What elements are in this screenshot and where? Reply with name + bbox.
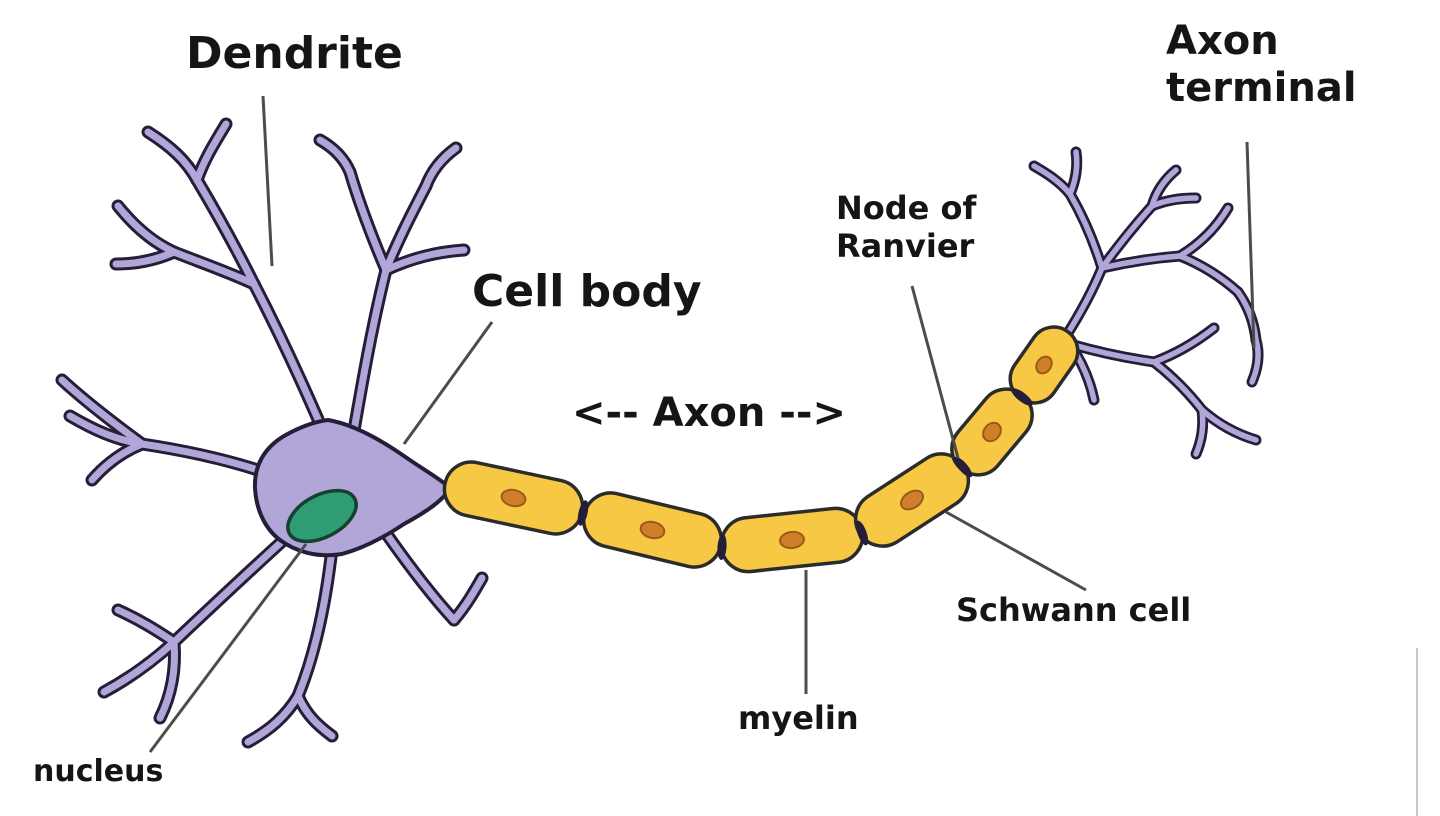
nucleus-shape — [286, 488, 358, 544]
cell-body-label: Cell body — [472, 266, 702, 317]
axon-terminal-label-line2: terminal — [1166, 65, 1357, 112]
node-of-ranvier-leader-line — [910, 285, 960, 459]
dendrite-leader-line — [261, 95, 274, 267]
axon-label: <-- Axon --> — [572, 390, 847, 436]
myelin-segment — [719, 506, 865, 574]
axon-myelin-chain — [442, 325, 1080, 574]
node-of-ranvier-label-line1: Node of — [836, 189, 977, 227]
node-of-ranvier-gap — [953, 456, 973, 478]
schwann-cell-leader-line — [945, 510, 1087, 592]
dendrite-tree — [62, 124, 482, 742]
cell-body-shape — [252, 417, 453, 558]
axon-terminal-label-line1: Axon — [1166, 18, 1279, 64]
dendrite-label: Dendrite — [186, 28, 403, 79]
node-of-ranvier-label-line2: Ranvier — [836, 226, 975, 265]
node-of-ranvier-gap — [717, 534, 727, 560]
myelin-segment — [581, 491, 724, 569]
node-of-ranvier-gap — [855, 520, 869, 546]
nucleus-label: nucleus — [33, 754, 164, 789]
axon-terminal-leader-line — [1245, 141, 1256, 349]
node-of-ranvier-gap — [577, 500, 589, 526]
node-of-ranvier-gap — [1011, 388, 1033, 406]
schwann-cell-label: Schwann cell — [956, 591, 1192, 629]
cell-body-leader-line — [402, 321, 494, 445]
myelin-label: myelin — [738, 699, 859, 737]
nucleus-leader-line — [148, 543, 308, 753]
myelin-segment — [442, 460, 585, 536]
axon-terminal-label: Axon terminal — [1166, 18, 1357, 112]
node-of-ranvier-label: Node of Ranvier — [836, 189, 977, 266]
axon-terminal-tree — [1034, 152, 1258, 454]
